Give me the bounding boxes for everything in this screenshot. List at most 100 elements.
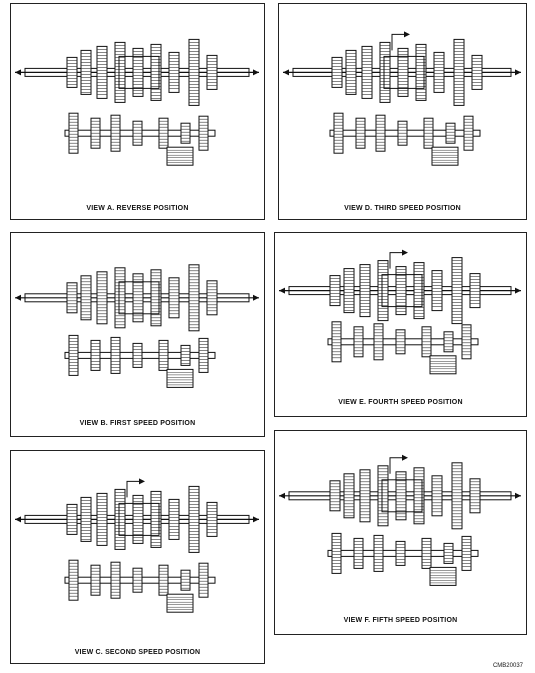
gear-train-drawing xyxy=(15,264,259,388)
gear xyxy=(431,475,443,517)
panel-view-b: VIEW B. FIRST SPEED POSITION xyxy=(10,232,265,437)
arrow-head xyxy=(402,454,408,461)
gear xyxy=(433,51,445,93)
arrow-head xyxy=(279,287,285,294)
counter-gear xyxy=(331,532,342,574)
arrow-head xyxy=(515,287,521,294)
counter-gear xyxy=(68,112,79,154)
arrow-head xyxy=(515,492,521,499)
gear xyxy=(96,45,108,99)
counter-gear xyxy=(443,542,454,564)
counter-gear xyxy=(461,535,472,571)
gear-train xyxy=(279,454,521,586)
gear xyxy=(150,269,162,327)
gear xyxy=(413,467,425,525)
housing xyxy=(381,274,423,308)
figure-id: CMB20037 xyxy=(492,663,523,669)
gear xyxy=(206,280,218,316)
arrow-head xyxy=(139,478,145,485)
arrow-head xyxy=(15,69,21,76)
counter-gear xyxy=(180,569,191,591)
panel-caption: VIEW A. REVERSE POSITION xyxy=(86,205,189,212)
gear xyxy=(168,277,180,319)
arrow-head xyxy=(253,69,259,76)
shift-arrow xyxy=(389,252,404,269)
panel-caption: VIEW E. FOURTH SPEED POSITION xyxy=(338,399,463,406)
gear xyxy=(206,54,218,90)
gear xyxy=(361,45,373,99)
gear-train xyxy=(15,38,259,166)
arrow-head xyxy=(15,516,21,523)
counter-gear xyxy=(180,344,191,366)
counter-gear xyxy=(331,321,342,363)
idler-gear xyxy=(429,355,457,375)
housing xyxy=(381,479,423,513)
gear xyxy=(345,49,357,95)
counter-gear xyxy=(68,334,79,376)
panel-caption: VIEW B. FIRST SPEED POSITION xyxy=(79,420,196,427)
counter-gear xyxy=(333,112,344,154)
gear xyxy=(80,275,92,321)
gear xyxy=(168,51,180,93)
panel-view-d: VIEW D. THIRD SPEED POSITION xyxy=(278,3,527,220)
counter-gear xyxy=(463,115,474,151)
gear-train-drawing xyxy=(283,31,521,166)
gear xyxy=(150,43,162,101)
counter-gear xyxy=(445,122,456,144)
panel-view-f: VIEW F. FIFTH SPEED POSITION xyxy=(274,430,527,635)
counter-gear xyxy=(198,337,209,373)
gear-train-drawing xyxy=(279,454,521,586)
gear xyxy=(471,54,483,90)
idler-gear xyxy=(429,566,457,586)
counter-gear xyxy=(68,559,79,601)
gear xyxy=(206,501,218,537)
gear xyxy=(150,490,162,548)
gear xyxy=(431,270,443,312)
gear xyxy=(469,478,481,514)
panel-view-e: VIEW E. FOURTH SPEED POSITION xyxy=(274,232,527,417)
arrow-head xyxy=(515,69,521,76)
idler-gear xyxy=(166,146,194,166)
arrow-head xyxy=(404,31,410,38)
counter-gear xyxy=(180,122,191,144)
panel-caption: VIEW F. FIFTH SPEED POSITION xyxy=(343,617,458,624)
housing xyxy=(118,281,160,315)
shift-arrow xyxy=(391,33,406,51)
gear-train xyxy=(15,264,259,388)
idler-gear xyxy=(166,593,194,613)
arrow-head xyxy=(253,294,259,301)
counter-gear xyxy=(443,331,454,353)
gear xyxy=(469,273,481,309)
arrow-head xyxy=(402,249,408,256)
counter-gear xyxy=(198,562,209,598)
gear-train xyxy=(283,31,521,166)
housing xyxy=(118,502,160,536)
gear xyxy=(359,469,371,523)
housing xyxy=(383,55,425,89)
idler-gear xyxy=(166,368,194,388)
gear xyxy=(413,262,425,320)
gear-train-drawing xyxy=(279,249,521,375)
gear xyxy=(80,49,92,95)
panel-caption: VIEW C. SECOND SPEED POSITION xyxy=(74,649,201,656)
shift-arrow xyxy=(126,480,141,498)
idler-gear xyxy=(431,146,459,166)
gear-train-drawing xyxy=(15,478,259,613)
arrow-head xyxy=(283,69,289,76)
counter-gear xyxy=(198,115,209,151)
gear-train xyxy=(279,249,521,375)
arrow-head xyxy=(253,516,259,523)
gear-train xyxy=(15,478,259,613)
gear xyxy=(96,492,108,546)
panel-view-a: VIEW A. REVERSE POSITION xyxy=(10,3,265,220)
gear xyxy=(80,496,92,542)
arrow-head xyxy=(279,492,285,499)
gear-train-drawing xyxy=(15,38,259,166)
gear xyxy=(359,264,371,318)
gear xyxy=(343,268,355,314)
housing xyxy=(118,55,160,89)
shift-arrow xyxy=(389,457,404,474)
gear xyxy=(168,498,180,540)
gear xyxy=(96,271,108,325)
arrow-head xyxy=(15,294,21,301)
